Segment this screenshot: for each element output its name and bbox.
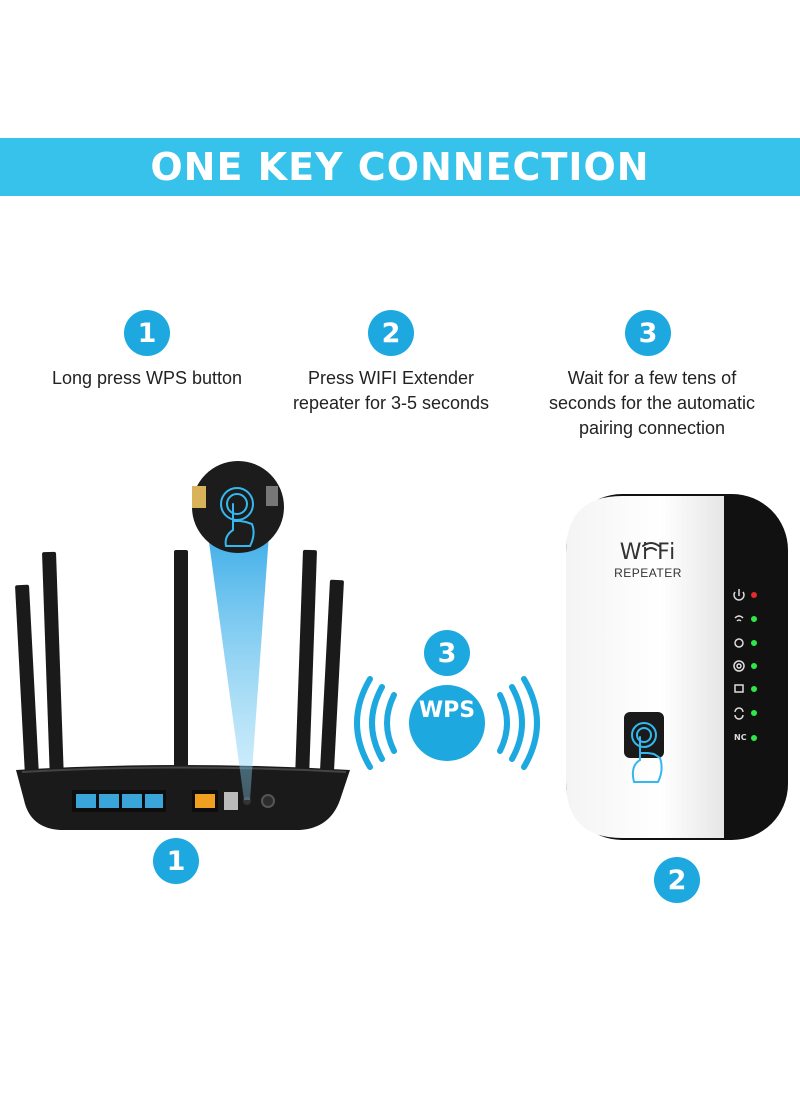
step-1-badge: 1	[124, 310, 170, 356]
step-2-line-1: Press WIFI Extender	[307, 368, 475, 388]
settings-icon	[733, 660, 745, 672]
power-icon	[733, 589, 745, 601]
wps-badge: 3	[424, 630, 470, 676]
repeater-nc-label: NC	[734, 733, 747, 742]
repeater-subtitle: REPEATER	[614, 566, 682, 580]
step-3-badge: 3	[625, 310, 671, 356]
banner-title: ONE KEY CONNECTION	[150, 145, 650, 189]
led-5	[751, 686, 757, 692]
router-antennas	[15, 549, 344, 785]
led-wifi	[751, 616, 757, 622]
step-3-line-3: pairing connection	[578, 418, 726, 438]
step-3-line-1: Wait for a few tens of	[567, 368, 737, 388]
wps-zoom-inset	[192, 461, 284, 553]
step-1-line-1: Long press WPS button	[51, 368, 243, 388]
gear-icon	[734, 638, 744, 648]
wifi-signal-icon	[642, 542, 660, 551]
repeater-hand-press-icon	[631, 736, 663, 783]
led-4	[751, 663, 757, 669]
router-badge: 1	[153, 838, 199, 884]
led-power	[751, 592, 757, 598]
step-2-text: Press WIFI Extender repeater for 3-5 sec…	[261, 366, 521, 416]
wifi-repeater	[566, 494, 788, 840]
led-6	[751, 710, 757, 716]
status-wifi-icon	[734, 615, 744, 622]
press-beam	[206, 520, 270, 800]
step-1-text: Long press WPS button	[17, 366, 277, 391]
step-2-line-2: repeater for 3-5 seconds	[292, 393, 490, 413]
wps-label: WPS	[418, 698, 476, 723]
led-7	[751, 735, 757, 741]
ethernet-icon	[734, 684, 744, 693]
hand-press-icon	[224, 503, 255, 547]
repeater-brand: Wi Fi	[619, 540, 677, 565]
step-3-line-2: seconds for the automatic	[548, 393, 756, 413]
wps-signal	[354, 676, 540, 770]
title-banner: ONE KEY CONNECTION	[0, 138, 800, 196]
repeater-badge: 2	[654, 857, 700, 903]
step-3-text: Wait for a few tens of seconds for the a…	[522, 366, 782, 441]
router	[16, 765, 350, 830]
sync-icon	[734, 707, 744, 720]
step-2-badge: 2	[368, 310, 414, 356]
led-3	[751, 640, 757, 646]
